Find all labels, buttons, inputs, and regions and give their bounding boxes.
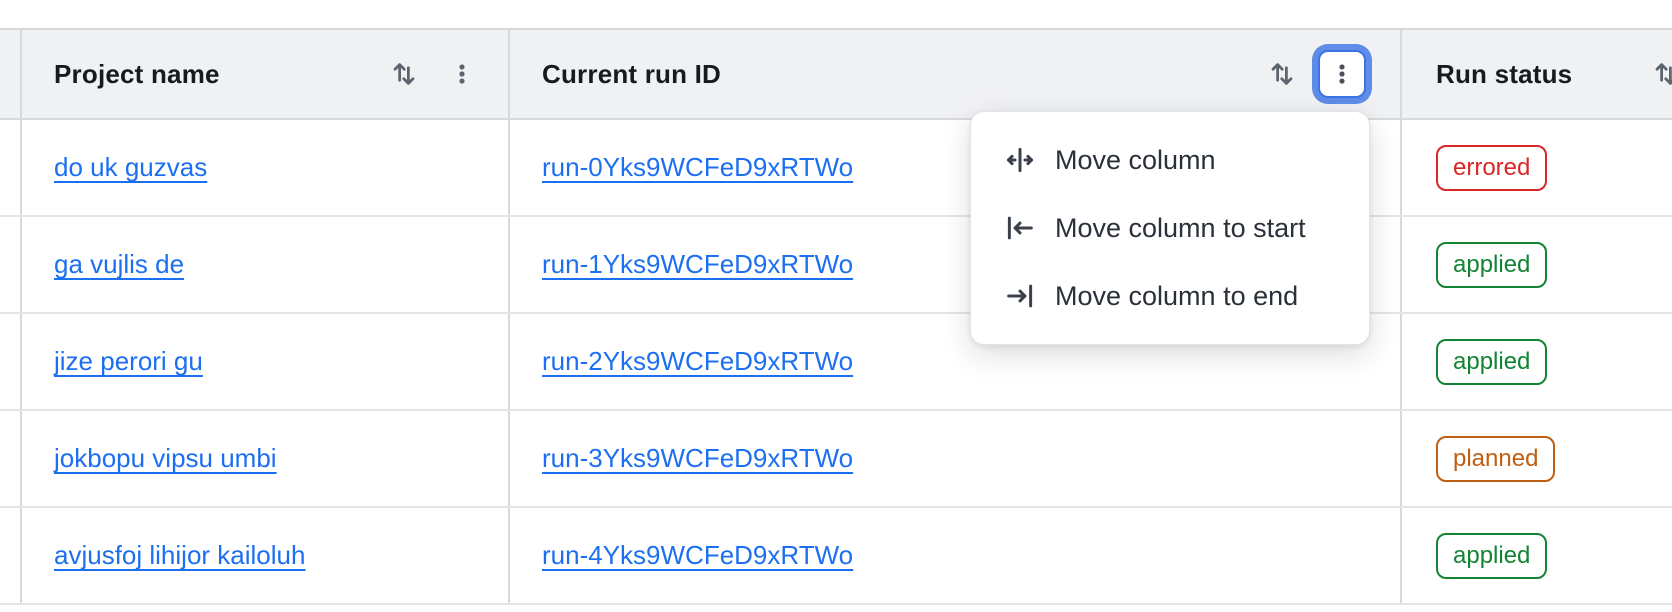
- kebab-menu-icon[interactable]: [440, 50, 484, 98]
- status-badge: applied: [1436, 338, 1548, 385]
- clipped-leading-cell: [0, 217, 22, 312]
- run-id-link[interactable]: run-2Yks9WCFeD9xRTWo: [542, 346, 854, 376]
- run-status-cell: applied: [1402, 217, 1672, 312]
- status-badge: applied: [1436, 532, 1548, 579]
- run-status-cell: planned: [1402, 411, 1672, 506]
- column-options-menu: Move column Move column to start Move co…: [970, 111, 1370, 345]
- sort-icon[interactable]: [1260, 50, 1304, 98]
- run-status-cell: applied: [1402, 508, 1672, 603]
- run-id-link[interactable]: run-3Yks9WCFeD9xRTWo: [542, 443, 854, 473]
- clipped-leading-cell: [0, 120, 22, 215]
- current-run-id-cell: run-1Yks9WCFeD9xRTWo: [510, 217, 1402, 312]
- project-link[interactable]: ga vujlis de: [54, 249, 185, 279]
- clipped-leading-column: [0, 30, 22, 118]
- menu-item[interactable]: Move column to start: [971, 194, 1369, 262]
- column-header-project-name: Project name: [22, 30, 510, 118]
- project-name-cell: avjusfoj lihijor kailoluh: [22, 508, 510, 603]
- project-link[interactable]: avjusfoj lihijor kailoluh: [54, 540, 306, 570]
- project-name-cell: jokbopu vipsu umbi: [22, 411, 510, 506]
- run-id-link[interactable]: run-0Yks9WCFeD9xRTWo: [542, 152, 854, 182]
- clipped-leading-cell: [0, 411, 22, 506]
- column-header-run-status: Run status: [1402, 30, 1672, 118]
- project-name-cell: do uk guzvas: [22, 120, 510, 215]
- clipped-leading-cell: [0, 508, 22, 603]
- project-name-header-label: Project name: [54, 58, 220, 89]
- project-link[interactable]: jize perori gu: [54, 346, 203, 376]
- current-run-id-cell: run-4Yks9WCFeD9xRTWo: [510, 508, 1402, 603]
- table-row: jokbopu vipsu umbi run-3Yks9WCFeD9xRTWo …: [0, 411, 1672, 508]
- menu-item[interactable]: Move column: [971, 126, 1369, 194]
- run-id-link[interactable]: run-1Yks9WCFeD9xRTWo: [542, 249, 854, 279]
- current-run-id-header-label: Current run ID: [542, 58, 722, 89]
- move-column-to-end-icon: [1003, 279, 1037, 313]
- sort-icon[interactable]: [1644, 50, 1672, 98]
- clipped-leading-cell: [0, 314, 22, 409]
- projects-table: Project name Current run ID: [0, 28, 1672, 605]
- current-run-id-cell: run-0Yks9WCFeD9xRTWo: [510, 120, 1402, 215]
- status-badge: planned: [1436, 435, 1556, 482]
- table-row: do uk guzvas run-0Yks9WCFeD9xRTWo errore…: [0, 120, 1672, 217]
- project-name-cell: ga vujlis de: [22, 217, 510, 312]
- table-row: avjusfoj lihijor kailoluh run-4Yks9WCFeD…: [0, 508, 1672, 605]
- table-body: do uk guzvas run-0Yks9WCFeD9xRTWo errore…: [0, 120, 1672, 605]
- kebab-menu-icon-active[interactable]: [1318, 50, 1366, 98]
- move-column-icon: [1003, 143, 1037, 177]
- table-row: jize perori gu run-2Yks9WCFeD9xRTWo appl…: [0, 314, 1672, 411]
- current-run-id-cell: run-2Yks9WCFeD9xRTWo: [510, 314, 1402, 409]
- menu-item[interactable]: Move column to end: [971, 262, 1369, 330]
- project-name-cell: jize perori gu: [22, 314, 510, 409]
- project-link[interactable]: jokbopu vipsu umbi: [54, 443, 277, 473]
- sort-icon[interactable]: [382, 50, 426, 98]
- run-status-cell: applied: [1402, 314, 1672, 409]
- run-status-header-label: Run status: [1436, 58, 1573, 89]
- project-link[interactable]: do uk guzvas: [54, 152, 208, 182]
- table-row: ga vujlis de run-1Yks9WCFeD9xRTWo applie…: [0, 217, 1672, 314]
- table-header-row: Project name Current run ID: [0, 30, 1672, 120]
- column-header-current-run-id: Current run ID: [510, 30, 1402, 118]
- run-status-cell: errored: [1402, 120, 1672, 215]
- status-badge: errored: [1436, 144, 1548, 191]
- move-column-to-start-icon: [1003, 211, 1037, 245]
- current-run-id-cell: run-3Yks9WCFeD9xRTWo: [510, 411, 1402, 506]
- run-id-link[interactable]: run-4Yks9WCFeD9xRTWo: [542, 540, 854, 570]
- status-badge: applied: [1436, 241, 1548, 288]
